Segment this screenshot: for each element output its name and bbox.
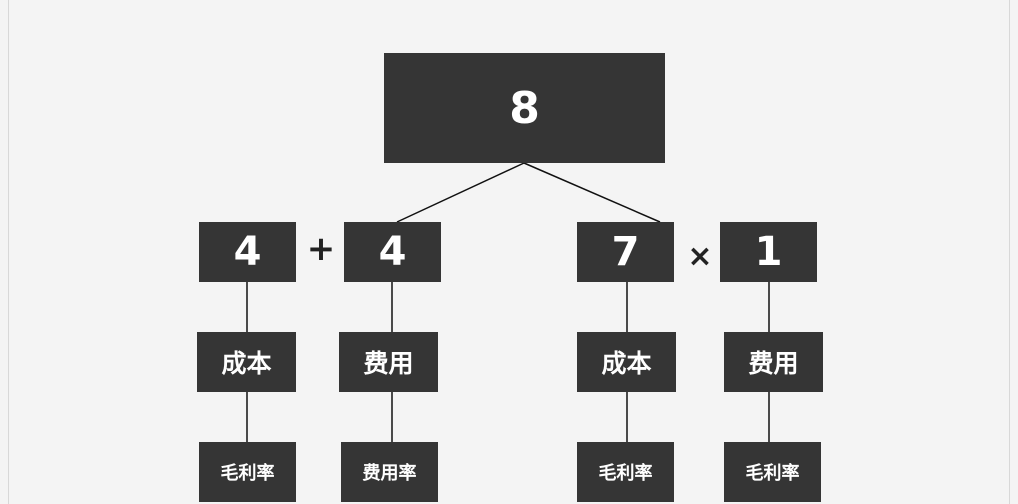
connector-root-to-right-group bbox=[523, 162, 661, 223]
plus-operator: + bbox=[306, 229, 336, 269]
right-group-operand-b-value: 1 bbox=[720, 222, 817, 282]
left-group-operand-a-sub-label: 毛利率 bbox=[199, 442, 296, 502]
right-group-operand-a-label: 成本 bbox=[577, 332, 676, 392]
left-group-operand-a-value: 4 bbox=[199, 222, 296, 282]
left-group-operand-b-sub-label: 费用率 bbox=[341, 442, 438, 502]
right-group-operand-b-label: 费用 bbox=[724, 332, 823, 392]
right-group-operand-b-sub-label: 毛利率 bbox=[724, 442, 821, 502]
left-group-operand-b-label: 费用 bbox=[339, 332, 438, 392]
right-group-operand-a-sub-label: 毛利率 bbox=[577, 442, 674, 502]
left-group-operand-a-label: 成本 bbox=[197, 332, 296, 392]
frame-border-right bbox=[1009, 0, 1010, 504]
multiply-operator: × bbox=[687, 238, 713, 274]
frame-border-left bbox=[8, 0, 9, 504]
right-group-operand-a-value: 7 bbox=[577, 222, 674, 282]
left-group-operand-b-value: 4 bbox=[344, 222, 441, 282]
root-value-box: 8 bbox=[384, 53, 665, 163]
connector-root-to-left-group bbox=[396, 162, 525, 223]
